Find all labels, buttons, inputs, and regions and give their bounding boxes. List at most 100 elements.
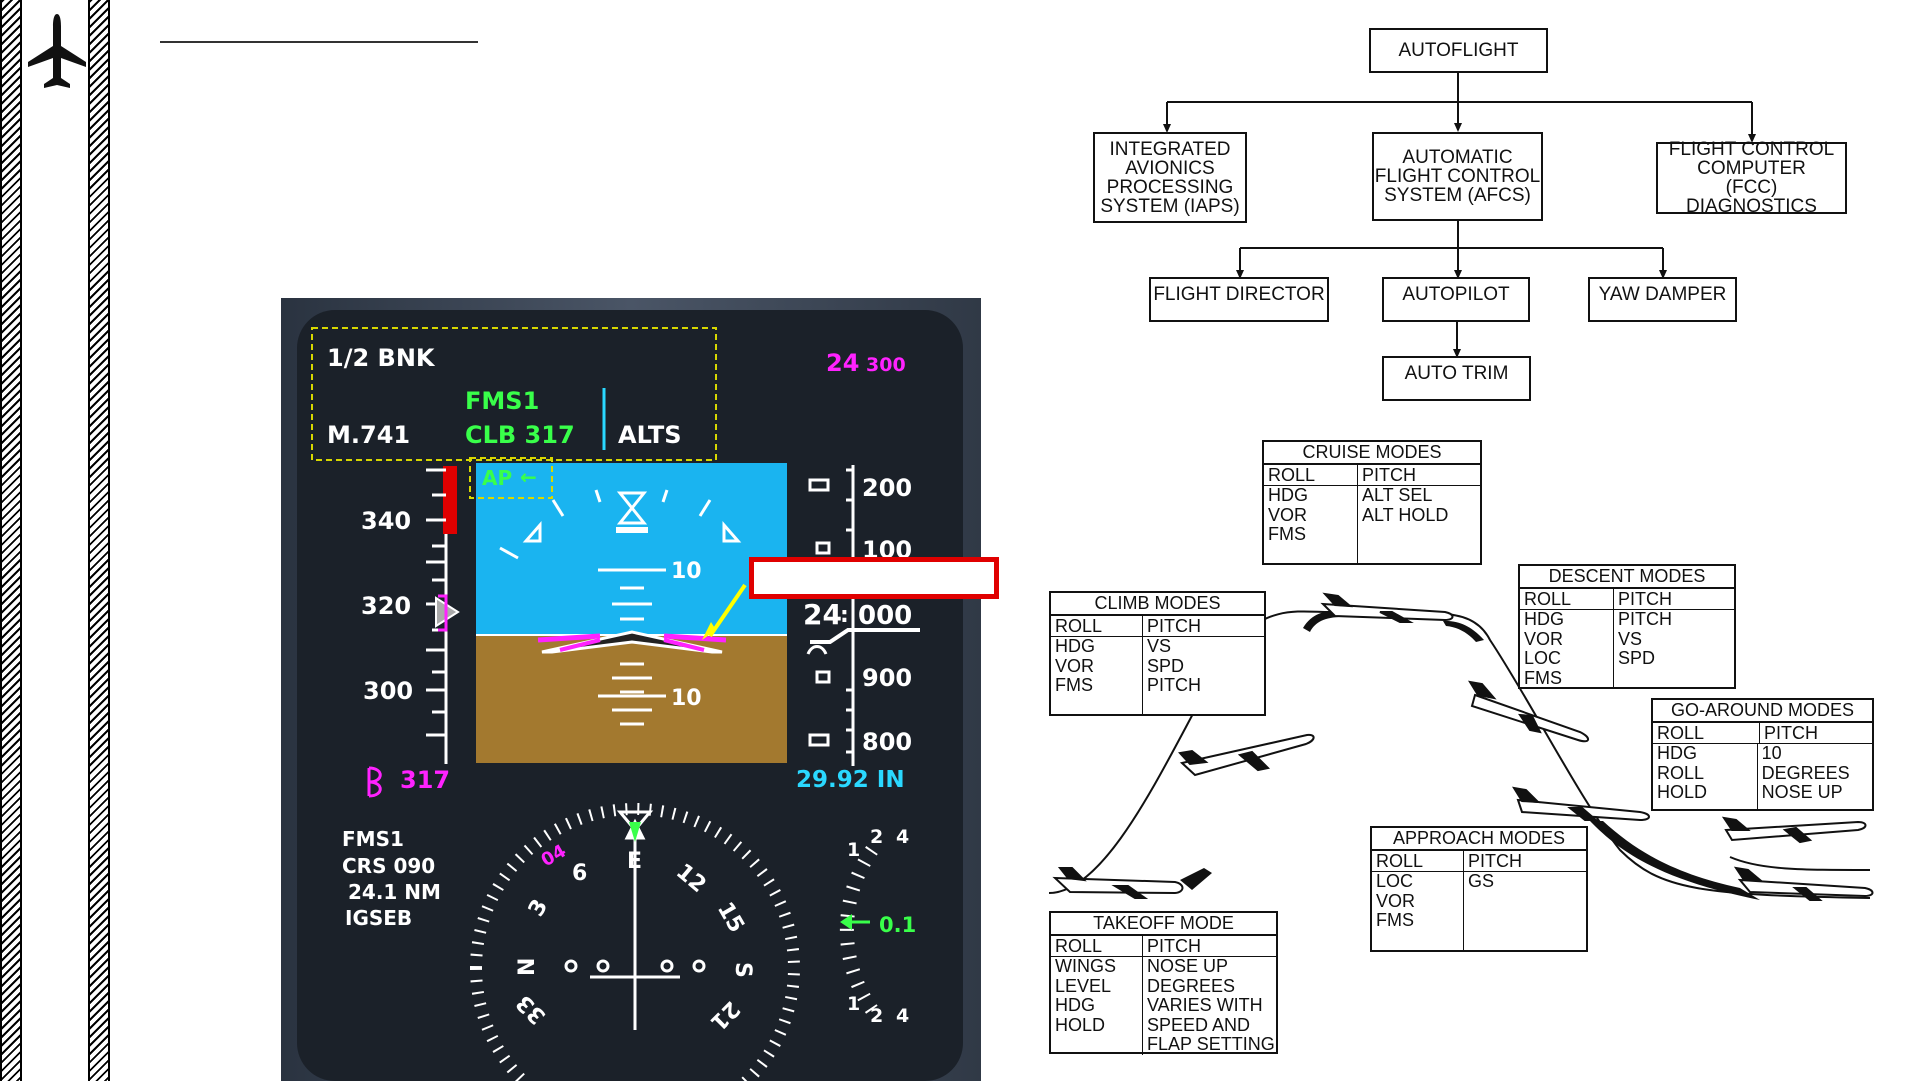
- table-title: APPROACH MODES: [1372, 828, 1586, 851]
- left-border-stripe: [0, 0, 22, 1081]
- fma-lateral-mode: CLB 317: [465, 421, 575, 449]
- roll-modes: HDG VOR LOC FMS: [1520, 609, 1614, 688]
- airplane-icon: [1178, 733, 1315, 777]
- airplane-icon: [1511, 786, 1650, 822]
- vertical-speed-indicator: [839, 846, 878, 1014]
- node-autoflight: AUTOFLIGHT: [1369, 28, 1548, 73]
- pitch-label-up: 10: [671, 559, 702, 584]
- aircraft-symbol: [537, 630, 727, 654]
- col-header-pitch: PITCH: [1147, 616, 1201, 636]
- roll-modes: HDG ROLL HOLD: [1653, 743, 1758, 810]
- node-iaps: INTEGRATED AVIONICS PROCESSING SYSTEM (I…: [1093, 132, 1247, 223]
- table-title: GO-AROUND MODES: [1653, 700, 1872, 723]
- fma-source: FMS1: [465, 387, 539, 415]
- selected-speed: 317: [400, 766, 450, 794]
- vsi-label-4-bottom: 4: [896, 1005, 909, 1027]
- hsi-label-n: N: [515, 958, 540, 976]
- ground: [476, 635, 787, 763]
- fma-vertical-mode: ALTS: [618, 421, 682, 449]
- roll-modes: WINGS LEVEL HDG HOLD: [1051, 956, 1143, 1055]
- alt-tick-900: 900: [862, 664, 912, 692]
- table-title: CRUISE MODES: [1264, 442, 1480, 465]
- col-header-roll: ROLL: [1372, 851, 1464, 871]
- speed-bug-icon: [367, 766, 382, 798]
- roll-modes: LOC VOR FMS: [1372, 871, 1464, 951]
- pitch-ladder: [598, 568, 666, 726]
- speed-tick-320: 320: [361, 592, 411, 620]
- right-border-stripe: [88, 0, 110, 1081]
- vsi-label-1-bottom: 1: [847, 993, 860, 1015]
- node-yaw-damper: YAW DAMPER: [1588, 277, 1737, 322]
- roll-modes: HDG VOR FMS: [1264, 485, 1358, 564]
- speed-tick-300: 300: [363, 677, 413, 705]
- speed-tick-340: 340: [361, 507, 411, 535]
- ap-arrow-icon: ←: [520, 465, 537, 489]
- pitch-modes: ALT SEL ALT HOLD: [1362, 485, 1449, 525]
- bank-mode: 1/2 BNK: [327, 344, 436, 372]
- hsi-label-s: S: [730, 962, 755, 978]
- node-fcc-diagnostics: FLIGHT CONTROL COMPUTER (FCC) DIAGNOSTIC…: [1656, 140, 1847, 216]
- pitch-modes: PITCH VS SPD: [1618, 609, 1672, 668]
- hsi-compass: [470, 803, 800, 1081]
- vsi-label-2-bottom: 2: [870, 1005, 883, 1027]
- nav-source: FMS1: [342, 827, 404, 851]
- current-alt-large: 24: [803, 598, 842, 631]
- ap-annunciation: AP: [482, 466, 512, 490]
- col-header-roll: ROLL: [1520, 589, 1614, 609]
- pitch-modes: GS: [1468, 871, 1495, 891]
- table-title: TAKEOFF MODE: [1051, 913, 1276, 936]
- ap-highlight-box: [469, 457, 553, 499]
- baro-setting: 29.92 IN: [796, 767, 905, 793]
- alt-tick-800: 800: [862, 728, 912, 756]
- roll-modes: HDG VOR FMS: [1051, 636, 1143, 715]
- fma-highlight-box: [311, 327, 717, 461]
- distance-readout: 24.1 NM: [348, 880, 441, 904]
- col-header-pitch: PITCH: [1764, 723, 1818, 743]
- airplane-icon: [1721, 816, 1867, 844]
- vsi-label-2-top: 2: [870, 826, 883, 848]
- pitch-modes: NOSE UP DEGREES VARIES WITH SPEED AND FL…: [1147, 956, 1275, 1054]
- selected-alt-large: 24: [826, 349, 859, 377]
- airplane-icon: [1467, 680, 1589, 743]
- node-auto-trim: AUTO TRIM: [1382, 356, 1531, 401]
- callout-arrow: [708, 583, 747, 638]
- table-title: CLIMB MODES: [1051, 593, 1264, 616]
- pitch-label-down: 10: [671, 686, 702, 711]
- col-header-pitch: PITCH: [1618, 589, 1672, 609]
- col-header-pitch: PITCH: [1147, 936, 1201, 956]
- table-title: DESCENT MODES: [1520, 566, 1734, 589]
- vsi-label-4-top: 4: [896, 826, 909, 848]
- selected-alt-small: 300: [866, 354, 906, 376]
- col-header-pitch: PITCH: [1468, 851, 1522, 871]
- col-header-roll: ROLL: [1051, 616, 1143, 636]
- airplane-logo-icon: [28, 14, 86, 88]
- roll-scale: [499, 489, 742, 560]
- airplane-icon: [1052, 867, 1184, 899]
- pitch-modes: VS SPD PITCH: [1147, 636, 1201, 695]
- hsi-label-6: 6: [572, 861, 587, 886]
- callout-arrowhead-icon: [702, 622, 716, 640]
- mach-readout: M.741: [327, 421, 410, 449]
- current-alt-separator: :: [840, 603, 849, 628]
- node-flight-director: FLIGHT DIRECTOR: [1149, 277, 1329, 322]
- col-header-pitch: PITCH: [1362, 465, 1416, 485]
- col-header-roll: ROLL: [1051, 936, 1143, 956]
- node-autopilot: AUTOPILOT: [1382, 277, 1530, 322]
- node-afcs: AUTOMATIC FLIGHT CONTROL SYSTEM (AFCS): [1372, 132, 1543, 221]
- speed-tape: [426, 466, 460, 764]
- current-alt-small: 000: [858, 601, 912, 631]
- col-header-roll: ROLL: [1653, 723, 1760, 743]
- airplane-icon: [1733, 866, 1874, 901]
- alt-tick-200: 200: [862, 474, 912, 502]
- pitch-modes: 10 DEGREES NOSE UP: [1761, 743, 1850, 802]
- vertical-speed-value: 0.1: [879, 913, 916, 937]
- title-underline: [160, 41, 478, 43]
